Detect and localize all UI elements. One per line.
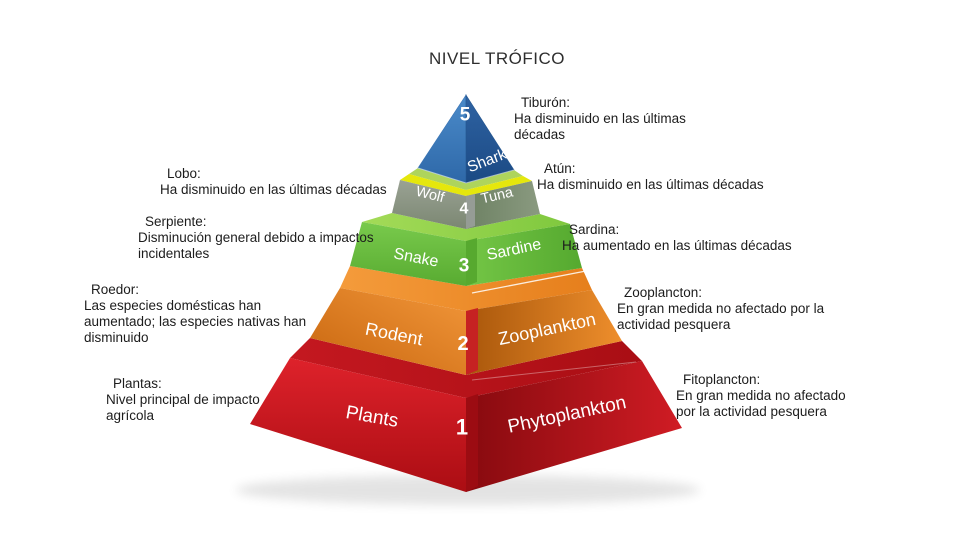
annotation-tiburon-name: Tiburón: <box>521 95 571 110</box>
level-1-right-face <box>466 361 682 492</box>
annotation-zooplancton: Zooplancton: En gran medida no afectado … <box>617 285 845 333</box>
level-3-top-surface <box>362 213 570 241</box>
page-title: NIVEL TRÓFICO <box>429 49 565 68</box>
level-3-number: 3 <box>459 256 470 277</box>
annotation-serpiente-text: Disminución general debido a impactos in… <box>138 230 374 261</box>
annotation-roedor-name: Roedor: <box>91 282 140 297</box>
annotation-roedor-text: Las especies domésticas han aumentado; l… <box>84 298 307 345</box>
level-1-top-highlight <box>471 361 637 381</box>
level-1-top-surface <box>290 338 642 398</box>
annotation-fitoplancton: Fitoplancton: En gran medida no afectado… <box>676 372 861 420</box>
level-4-left-face <box>392 180 466 229</box>
level-2-right-face <box>466 290 622 375</box>
level-4-right-face <box>466 181 540 229</box>
annotation-sardina-text: Ha aumentado en las últimas décadas <box>562 238 792 253</box>
annotation-plantas-text: Nivel principal de impacto agrícola <box>106 392 260 423</box>
annotation-lobo: Lobo: Ha disminuido en las últimas décad… <box>160 166 410 198</box>
level-1-left-face <box>250 358 466 492</box>
level-4-right-label: Tuna <box>479 184 515 207</box>
level-2-top-surface <box>340 266 592 311</box>
annotation-atun-text: Ha disminuido en las últimas décadas <box>537 177 764 192</box>
annotation-plantas-name: Plantas: <box>113 376 162 391</box>
level-3-front-edge <box>466 238 477 286</box>
annotation-lobo-text: Ha disminuido en las últimas décadas <box>160 182 387 197</box>
annotation-zooplancton-text: En gran medida no afectado por la activi… <box>617 301 825 332</box>
level-4-left-label: Wolf <box>414 184 447 207</box>
annotation-atun-name: Atún: <box>544 161 576 176</box>
level-3-right-face <box>466 224 582 286</box>
annotation-fitoplancton-name: Fitoplancton: <box>683 372 761 387</box>
level-1-number: 1 <box>456 415 468 440</box>
annotation-tiburon-text: Ha disminuido en las últimas décadas <box>514 111 686 142</box>
annotation-zooplancton-name: Zooplancton: <box>624 285 703 300</box>
level-2-top-highlight <box>471 270 587 294</box>
level-2-front-edge <box>466 308 478 375</box>
level-1-front-edge <box>466 394 478 492</box>
annotation-serpiente: Serpiente: Disminución general debido a … <box>138 214 383 262</box>
annotation-sardina: Sardina: Ha aumentado en las últimas déc… <box>562 222 812 254</box>
level-4-front-edge <box>466 194 475 229</box>
level-5-number: 5 <box>460 105 471 126</box>
level-2-number: 2 <box>457 333 468 355</box>
level-3-left-face <box>350 222 466 286</box>
level-4-top-surface-outer <box>400 174 532 196</box>
level-5-base-highlight <box>417 167 515 184</box>
annotation-fitoplancton-text: En gran medida no afectado por la activi… <box>676 388 846 419</box>
annotation-lobo-name: Lobo: <box>167 166 201 181</box>
annotation-sardina-name: Sardina: <box>569 222 620 237</box>
annotation-atun: Atún: Ha disminuido en las últimas décad… <box>537 161 787 193</box>
annotation-plantas: Plantas: Nivel principal de impacto agrí… <box>106 376 276 424</box>
annotation-tiburon: Tiburón: Ha disminuido en las últimas dé… <box>514 95 704 143</box>
level-4-number: 4 <box>460 201 469 218</box>
level-4-top-surface-inner <box>409 168 523 190</box>
level-2-left-face <box>310 288 466 375</box>
annotation-roedor: Roedor: Las especies domésticas han aume… <box>84 282 316 346</box>
annotation-serpiente-name: Serpiente: <box>145 214 207 229</box>
